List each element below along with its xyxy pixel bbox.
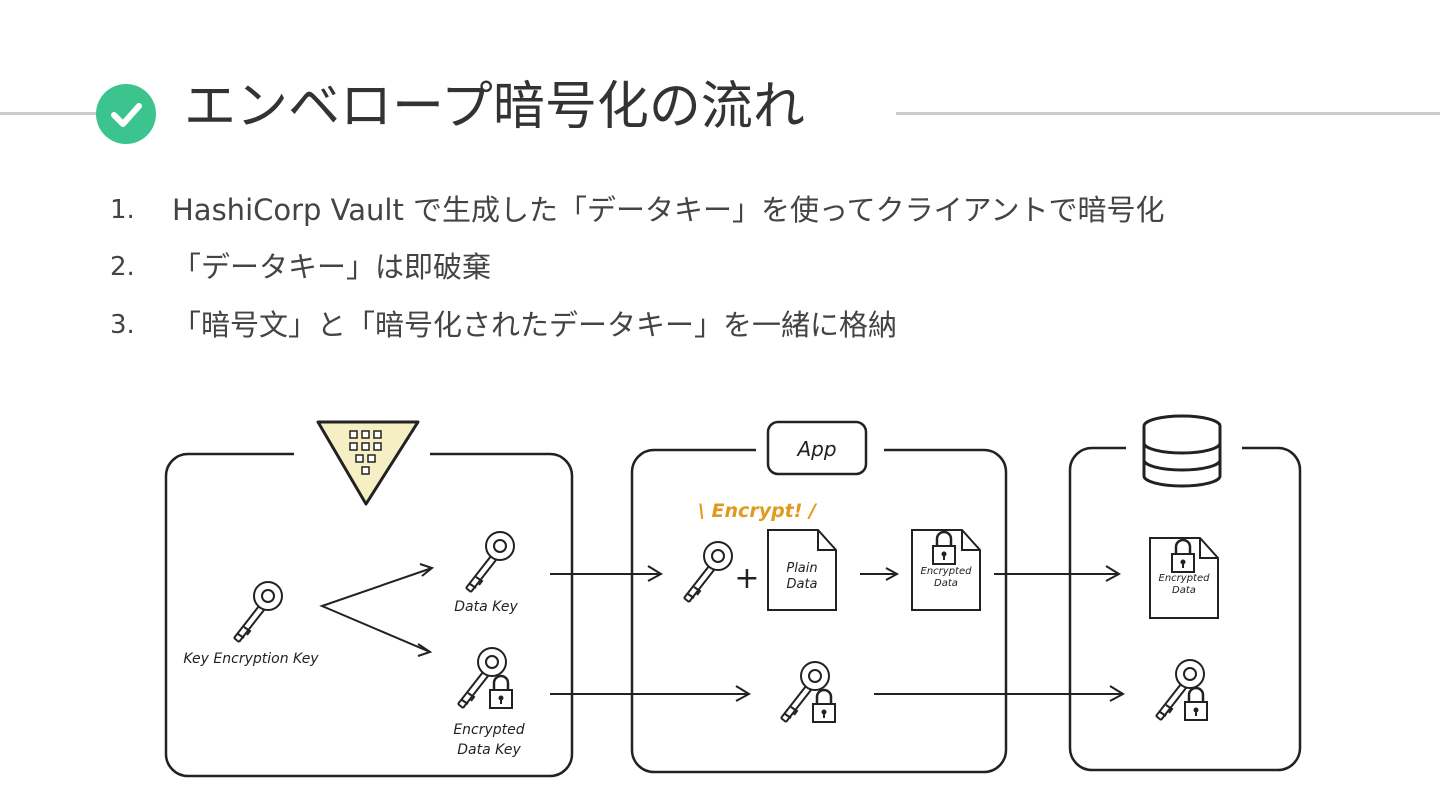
envelope-encryption-diagram: Key Encryption Key Data Key Encrypted Da…: [164, 414, 1302, 778]
list-item: 1. HashiCorp Vault で生成した「データキー」を使ってクライアン…: [0, 186, 1440, 234]
encrypted-data-key-icon: [457, 647, 514, 710]
step-number: 3.: [110, 310, 135, 340]
page-title: エンベロープ暗号化の流れ: [184, 72, 811, 142]
database-icon: [1142, 414, 1222, 488]
title-rule-left: [0, 112, 100, 115]
app-tag-label: App: [795, 437, 836, 461]
encrypted-data-key-label-line1: Encrypted: [453, 722, 524, 738]
encrypted-data-label-line1: Encrypted: [1159, 573, 1211, 584]
step-text: 「暗号文」と「暗号化されたデータキー」を一緒に格納: [172, 308, 898, 342]
plain-data-label-line1: Plain: [786, 561, 817, 576]
encrypted-data-key-label-line2: Data Key: [457, 742, 521, 758]
step-text: HashiCorp Vault で生成した「データキー」を使ってクライアントで暗…: [172, 193, 1165, 227]
arrow-encrypted-key-to-storage: [874, 685, 1126, 702]
step-text: 「データキー」は即破棄: [172, 250, 492, 284]
branch-arrow: [319, 567, 433, 653]
key-encryption-key-icon: [233, 581, 283, 643]
list-item: 3. 「暗号文」と「暗号化されたデータキー」を一緒に格納: [0, 301, 1440, 349]
data-key-icon: [465, 531, 515, 593]
encrypt-arrow: [860, 567, 900, 581]
plus-sign: +: [734, 561, 759, 596]
plain-data-label-line2: Data: [786, 577, 817, 592]
app-tag: [766, 420, 868, 476]
arrow-data-key-to-app: [550, 565, 664, 582]
step-number: 1.: [110, 195, 135, 225]
data-key-label: Data Key: [454, 599, 518, 615]
encrypted-data-label-line1: Encrypted: [921, 566, 973, 577]
check-circle-icon: [96, 84, 156, 144]
app-panel: App \ Encrypt! / + Plain Data Encrypted …: [630, 420, 1008, 774]
encrypted-data-label-line2: Data: [1172, 585, 1196, 596]
title-rule-right: [896, 112, 1440, 115]
vault-panel: Key Encryption Key Data Key Encrypted Da…: [164, 420, 574, 778]
list-item: 2. 「データキー」は即破棄: [0, 243, 1440, 291]
step-number: 2.: [110, 252, 135, 282]
arrow-encrypted-data-to-storage: [994, 565, 1122, 582]
kek-label: Key Encryption Key: [183, 651, 319, 667]
storage-panel: Encrypted Data: [1068, 414, 1302, 772]
vault-logo-icon: [316, 420, 420, 506]
encrypted-data-key-icon: [1155, 659, 1209, 722]
encrypt-label: \ Encrypt! /: [698, 500, 818, 522]
encrypted-data-label-line2: Data: [934, 578, 958, 589]
arrow-encrypted-key-to-app: [550, 685, 752, 702]
data-key-icon: [683, 541, 733, 603]
encrypted-data-key-icon: [780, 661, 837, 724]
